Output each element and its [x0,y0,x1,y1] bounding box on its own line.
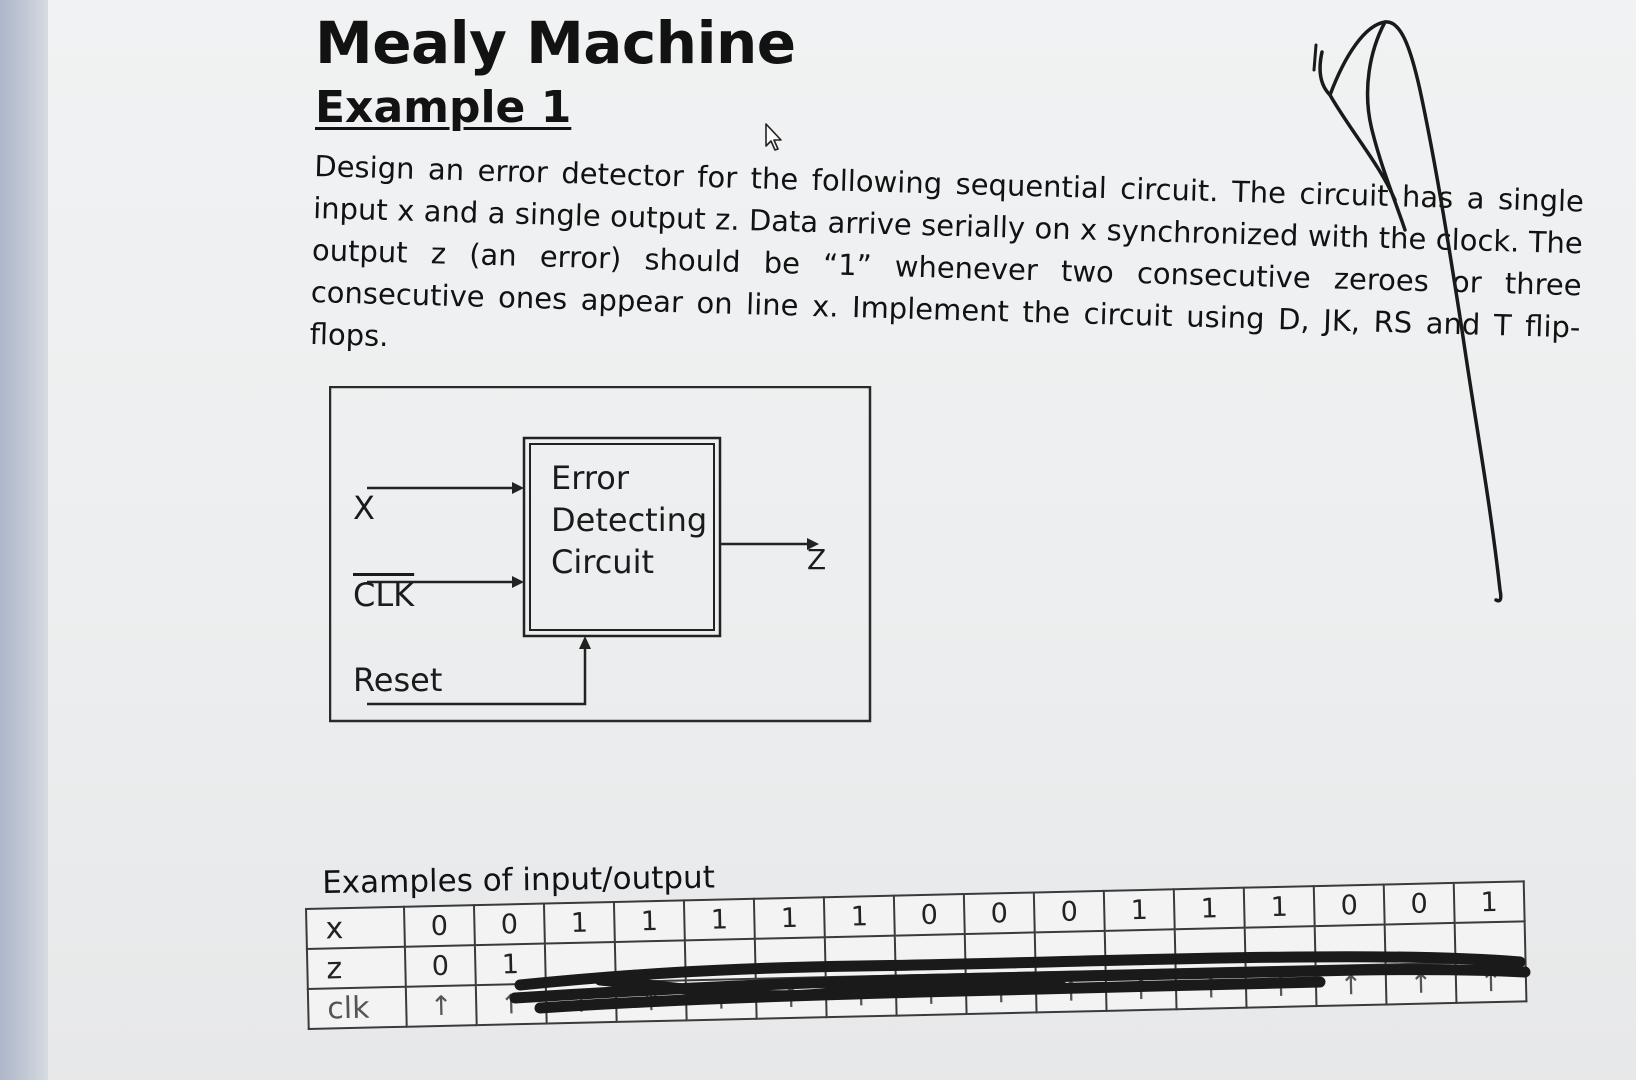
row-label-clk: clk [307,986,407,1029]
x-input-label: X [353,489,375,527]
circuit-block-inner [529,443,715,631]
z-output-label: Z [807,543,827,576]
z-cell [1244,926,1316,968]
x-cell: 0 [1313,884,1385,927]
x-cell: 1 [753,897,825,939]
z-cell [544,941,616,984]
z-cell [1034,930,1106,973]
z-cell: 0 [404,945,476,987]
x-cell: 0 [403,905,475,947]
monitor-bezel [0,0,48,1080]
x-cell: 0 [1033,890,1105,933]
clk-up-arrow-icon: ↑ [1385,962,1457,1005]
x-cell: 1 [1103,889,1175,931]
clk-input-arrow-icon [512,576,524,588]
x-cell: 1 [613,900,685,942]
clk-up-arrow-icon: ↑ [1105,969,1177,1011]
problem-statement: Design an error detector for the followi… [309,148,1585,354]
z-cell [1454,921,1526,963]
x-cell: 1 [1453,881,1525,923]
reset-wire [367,648,587,706]
diagram-frame [328,385,872,723]
z-cell [894,934,966,976]
reset-arrow-icon [579,636,591,649]
row-label-x: x [306,906,405,949]
z-cell [754,937,826,979]
clk-up-arrow-icon: ↑ [545,981,617,1024]
clk-label: CLK [353,576,415,614]
z-cell [964,932,1036,975]
z-cell [1174,927,1246,970]
block-diagram: X CLK Reset Error Detecting Circuit Z [328,385,875,726]
example-heading: Example 1 [315,82,572,133]
x-cell: 1 [1173,887,1245,930]
z-cell [1314,924,1386,967]
clk-up-arrow-icon: ↑ [475,983,547,1026]
z-cell [824,935,896,978]
page-title: Mealy Machine [315,9,796,77]
x-cell: 1 [543,901,615,944]
clk-up-arrow-icon: ↑ [1175,967,1247,1010]
z-cell [684,938,756,981]
clk-up-arrow-icon: ↑ [1455,961,1527,1003]
row-label-z: z [306,946,406,989]
clk-up-arrow-icon: ↑ [825,975,897,1018]
x-cell: 0 [893,894,965,936]
clk-up-arrow-icon: ↑ [895,974,967,1016]
mouse-pointer-icon [765,123,782,151]
z-cell [1104,929,1176,971]
clk-up-arrow-icon: ↑ [615,980,687,1022]
z-cell [614,940,686,982]
clk-up-arrow-icon: ↑ [405,985,477,1027]
z-output-arrow-icon [807,538,819,550]
x-cell: 1 [683,898,755,941]
clk-up-arrow-icon: ↑ [1035,970,1107,1013]
x-cell: 0 [1383,882,1455,925]
block-label-line3: Circuit [551,543,654,581]
x-cell: 0 [473,903,545,946]
clk-up-arrow-icon: ↑ [1315,964,1387,1007]
clk-up-arrow-icon: ↑ [755,977,827,1019]
x-cell: 1 [823,895,895,938]
clk-up-arrow-icon: ↑ [1245,966,1317,1008]
x-input-arrow-icon [512,482,524,494]
clk-up-arrow-icon: ↑ [685,978,757,1021]
reset-label: Reset [353,661,443,699]
x-cell: 1 [1243,886,1315,928]
examples-caption: Examples of input/output [321,859,716,901]
block-diagram-lines [328,385,872,723]
block-label-line2: Detecting [551,501,708,539]
z-cell [1384,922,1456,965]
clk-up-arrow-icon: ↑ [965,972,1037,1015]
z-cell: 1 [474,943,546,986]
x-cell: 0 [963,892,1035,935]
block-label-line1: Error [551,459,629,497]
circuit-block [522,436,722,638]
